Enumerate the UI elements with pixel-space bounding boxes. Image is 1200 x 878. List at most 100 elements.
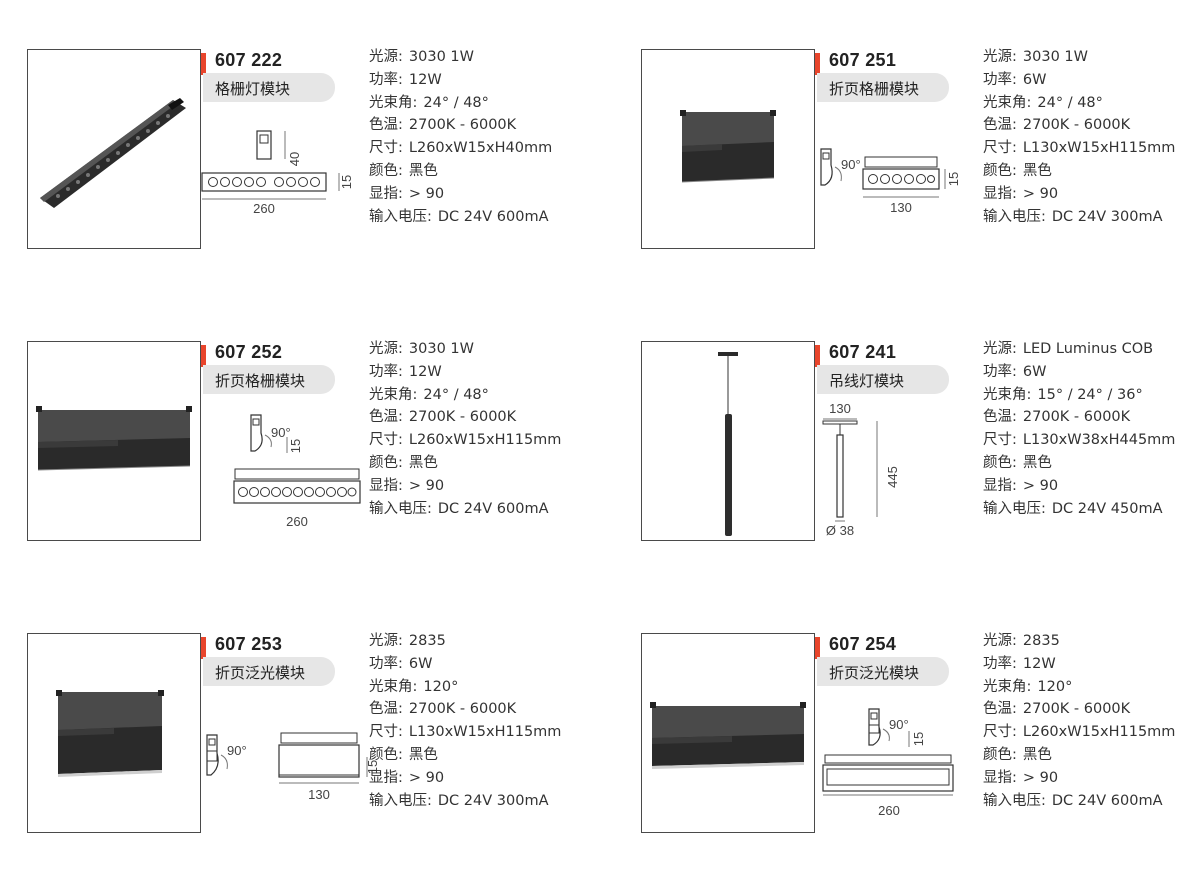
dim-label: 40 xyxy=(287,152,302,166)
spec-row: 显指: > 90 xyxy=(369,767,561,790)
product-name: 折页泛光模块 xyxy=(829,664,920,682)
spec-value: 3030 1W xyxy=(408,341,474,357)
spec-row: 光束角:24° / 48° xyxy=(369,92,552,115)
spec-value: 6W xyxy=(408,655,433,672)
product-name: 折页格栅模块 xyxy=(215,372,306,390)
dim-label: 90° xyxy=(889,717,909,732)
dim-label: 90° xyxy=(227,743,247,758)
spec-row: 光源:LED Luminus COB xyxy=(983,338,1175,361)
spec-row: 光束角: 120° xyxy=(369,676,561,699)
spec-label: 显指: xyxy=(369,769,403,786)
dim-label: 15 xyxy=(911,732,926,746)
spec-value: 12W xyxy=(408,363,442,380)
spec-value: 120° xyxy=(423,678,459,695)
dim-label: 130 xyxy=(829,401,851,416)
spec-label: 尺寸: xyxy=(983,140,1017,157)
accent-bar xyxy=(815,637,820,659)
spec-label: 色温: xyxy=(983,409,1017,426)
spec-label: 输入电压: xyxy=(983,208,1046,225)
spec-row: 颜色:黑色 xyxy=(369,160,552,183)
spec-row: 尺寸:L260xW15xH115mm xyxy=(369,429,561,452)
spec-label: 输入电压: xyxy=(983,500,1046,517)
product-card: 607 252 折页格栅模块 90° 15 260 光源:3030 1W 功率:… xyxy=(27,341,607,551)
product-card: 607 222 格栅灯模块 40 15 260 光源:3030 1W 功率:12… xyxy=(27,49,607,259)
product-name-bar: 折页泛光模块 xyxy=(203,657,335,686)
product-name-bar: 折页格栅模块 xyxy=(817,73,949,102)
spec-label: 光束角: xyxy=(983,386,1032,403)
spec-value: 黑色 xyxy=(1022,746,1052,763)
spec-row: 尺寸:L260xW15xH40mm xyxy=(369,137,552,160)
spec-row: 色温:2700K - 6000K xyxy=(369,698,561,721)
product-photo xyxy=(641,633,815,833)
spec-label: 光源: xyxy=(369,341,403,357)
spec-value: 3030 1W xyxy=(408,49,474,65)
product-card: 607 253 折页泛光模块 90° 15 130 光源:2835 功率:6W … xyxy=(27,633,607,843)
spec-label: 功率: xyxy=(369,655,403,672)
spec-label: 输入电压: xyxy=(369,208,432,225)
spec-list: 光源:2835 功率:6W 光束角:120° 色温:2700K - 6000K … xyxy=(369,630,561,812)
spec-label: 光源: xyxy=(983,49,1017,65)
spec-label: 光源: xyxy=(983,341,1017,357)
product-name-bar: 吊线灯模块 xyxy=(817,365,949,394)
spec-value: 黑色 xyxy=(408,454,438,471)
spec-value: 12W xyxy=(1022,655,1056,672)
spec-value: DC 24V 600mA xyxy=(437,208,549,225)
spec-row: 光束角: 120° xyxy=(983,676,1175,699)
product-name-bar: 格栅灯模块 xyxy=(203,73,335,102)
spec-row: 功率: 6W xyxy=(369,653,561,676)
spec-row: 尺寸:L260xW15xH115mm xyxy=(983,721,1175,744)
spec-row: 光束角:15° / 24° / 36° xyxy=(983,384,1175,407)
spec-label: 光束角: xyxy=(369,94,418,111)
dim-label: Ø 38 xyxy=(826,523,854,538)
spec-value: 120° xyxy=(1037,678,1073,695)
spec-row: 尺寸:L130xW15xH115mm xyxy=(983,137,1175,160)
spec-value: 3030 1W xyxy=(1022,49,1088,65)
dim-label: 260 xyxy=(286,514,308,529)
dimension-drawing: 90° 15 260 xyxy=(199,401,364,536)
accent-bar xyxy=(201,53,206,75)
dimension-drawing: 90° 15 260 xyxy=(813,693,978,828)
spec-value: 12W xyxy=(408,71,442,88)
dim-label: 15 xyxy=(288,439,303,453)
spec-label: 光束角: xyxy=(983,678,1032,695)
spec-row: 功率:6W xyxy=(983,69,1175,92)
spec-row: 色温:2700K - 6000K xyxy=(369,114,552,137)
dim-label: 15 xyxy=(946,172,961,186)
spec-label: 光束角: xyxy=(369,678,418,695)
spec-label: 色温: xyxy=(369,117,403,134)
spec-value: > 90 xyxy=(1022,477,1059,494)
spec-value: DC 24V 300mA xyxy=(437,792,549,809)
product-card: 607 241 吊线灯模块 130 445 Ø 38 光源:LED Luminu… xyxy=(641,341,1200,551)
product-card: 607 251 折页格栅模块 90° 15 130 光源: 3030 1W 功率:… xyxy=(641,49,1200,259)
spec-row: 功率:12W xyxy=(369,361,561,384)
dim-label: 130 xyxy=(890,200,912,215)
spec-value: 2835 xyxy=(1022,633,1060,649)
spec-label: 尺寸: xyxy=(369,432,403,449)
accent-bar xyxy=(815,345,820,367)
spec-label: 色温: xyxy=(369,701,403,718)
spec-value: DC 24V 600mA xyxy=(1051,792,1163,809)
spec-row: 光源: 3030 1W xyxy=(369,46,552,69)
spec-label: 光源: xyxy=(983,633,1017,649)
dim-label: 90° xyxy=(271,425,291,440)
spec-label: 颜色: xyxy=(369,746,403,763)
spec-value: > 90 xyxy=(408,769,445,786)
spec-label: 尺寸: xyxy=(983,432,1017,449)
spec-value: 黑色 xyxy=(1022,162,1052,179)
spec-label: 功率: xyxy=(983,363,1017,380)
spec-row: 色温:2700K - 6000K xyxy=(983,698,1175,721)
spec-label: 光源: xyxy=(369,49,403,65)
spec-row: 输入电压:DC 24V 600mA xyxy=(983,790,1175,813)
spec-label: 尺寸: xyxy=(369,140,403,157)
spec-label: 输入电压: xyxy=(369,792,432,809)
product-code: 607 251 xyxy=(829,50,897,70)
spec-value: 24° / 48° xyxy=(423,386,489,403)
product-photo xyxy=(27,341,201,541)
spec-value: 黑色 xyxy=(408,746,438,763)
spec-label: 颜色: xyxy=(983,454,1017,471)
spec-value: > 90 xyxy=(1022,185,1059,202)
spec-value: 2700K - 6000K xyxy=(1022,409,1131,426)
spec-label: 功率: xyxy=(983,655,1017,672)
dim-label: 90° xyxy=(841,157,861,172)
spec-row: 功率: 12W xyxy=(983,653,1175,676)
